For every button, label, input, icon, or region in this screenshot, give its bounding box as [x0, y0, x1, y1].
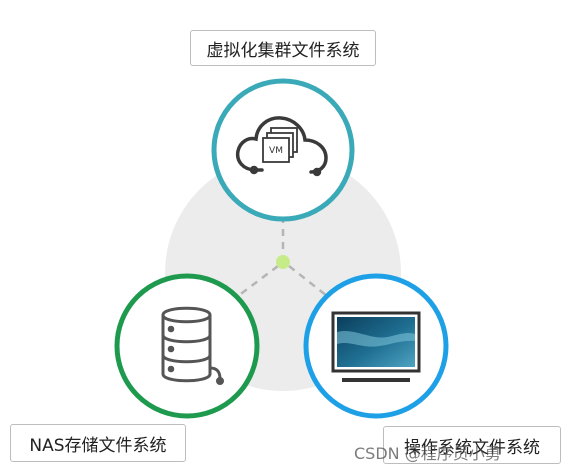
watermark: CSDN @程序员小勇	[354, 444, 501, 463]
label-nas-storage-fs: NAS存储文件系统	[10, 424, 186, 462]
vm-badge: VM	[269, 146, 283, 156]
label-os-fs: 操作系统文件系统	[383, 426, 561, 464]
database-storage-icon	[161, 306, 224, 385]
label-virtualized-cluster-fs: 虚拟化集群文件系统	[190, 30, 376, 66]
center-node	[276, 255, 290, 269]
left-ring	[114, 273, 260, 419]
vm-stack-icon	[262, 127, 298, 163]
connector-left	[237, 265, 279, 297]
cloud-vm-icon	[235, 116, 328, 177]
top-node: VM	[211, 78, 355, 222]
monitor-icon	[331, 311, 421, 382]
right-node	[303, 273, 449, 419]
connector-right	[288, 265, 328, 297]
left-node	[114, 273, 260, 419]
